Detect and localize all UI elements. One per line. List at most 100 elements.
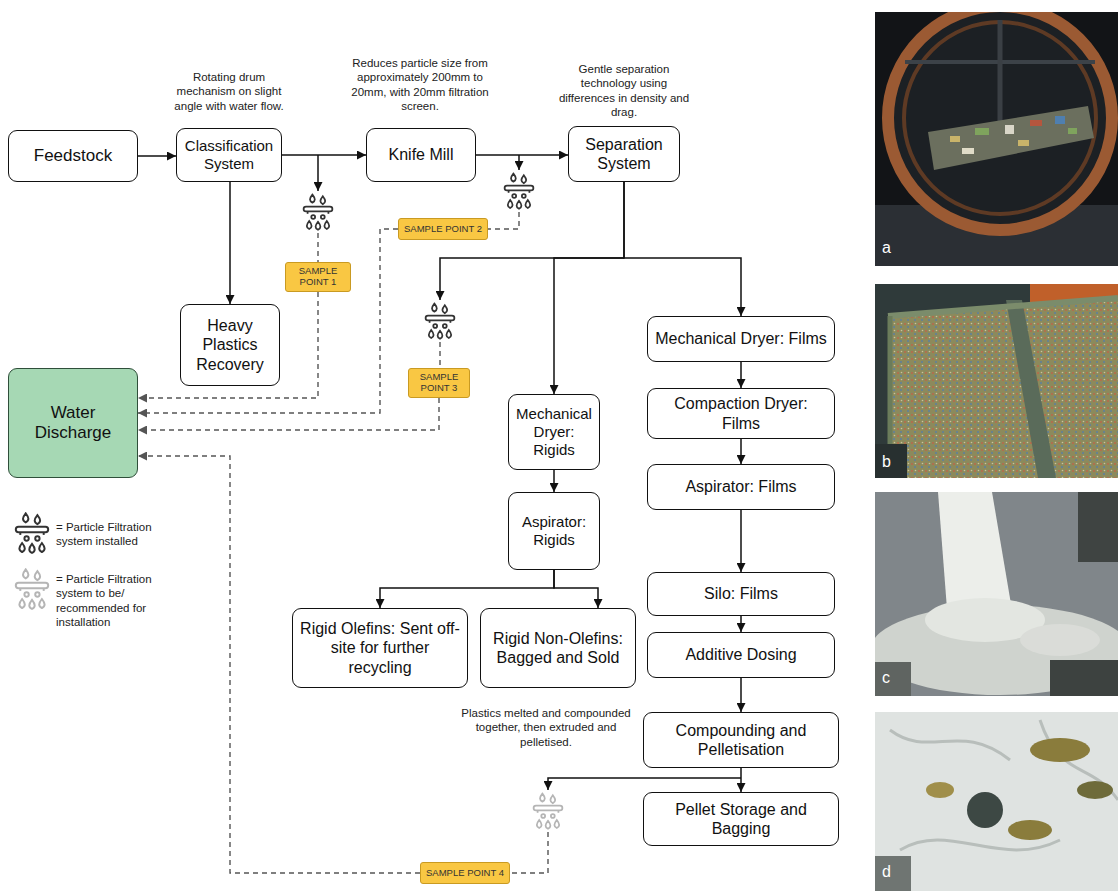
photo-drum (950, 136, 960, 142)
note-text: Plastics melted and compounded together,… (458, 706, 634, 749)
discharge-line (138, 398, 439, 430)
legend-entry: = Particle Filtration system to be/ reco… (56, 572, 160, 630)
photo-tank (875, 444, 907, 478)
photo-drum (875, 12, 1118, 266)
legend-text: = Particle Filtration system to be/ reco… (56, 573, 152, 628)
node-label: Aspirator: Rigids (515, 513, 593, 549)
photo-drum (962, 148, 974, 154)
flow-arrow (554, 570, 598, 608)
node-label: Additive Dosing (685, 645, 796, 664)
photo-bag (1030, 738, 1090, 762)
flow-arrow (229, 182, 231, 304)
node-label: SAMPLE POINT 2 (404, 224, 482, 235)
photo-bag (967, 792, 1003, 828)
flow-arrow (740, 439, 742, 464)
process-box: Knife Mill (366, 128, 476, 182)
flow-arrow (553, 470, 555, 492)
photo-letter: b (882, 452, 891, 472)
sample-point-tag: SAMPLE POINT 4 (420, 862, 510, 884)
node-label: Knife Mill (389, 145, 454, 164)
node-label: Pellet Storage and Bagging (650, 800, 832, 838)
process-box: Mechanical Dryer: Rigids (508, 394, 600, 470)
node-label: Rigid Olefins: Sent off-site for further… (299, 619, 461, 677)
photo-drum (1030, 120, 1042, 126)
legend-entry: = Particle Filtration system installed (56, 520, 160, 549)
photo-tank (1006, 300, 1056, 478)
filter-icon (534, 794, 563, 829)
filter-icon (16, 569, 48, 609)
branch-line (317, 155, 319, 191)
flow-arrow (740, 678, 742, 712)
photo-flakes (875, 662, 911, 696)
photo-bag (875, 712, 1118, 891)
output-box: Rigid Olefins: Sent off-site for further… (292, 608, 468, 688)
node-label: Mechanical Dryer: Rigids (515, 405, 593, 459)
photo-bag (875, 712, 1118, 891)
discharge-box: Water Discharge (8, 368, 138, 478)
filter-icon (426, 304, 455, 339)
output-box: Heavy Plastics Recovery (180, 304, 280, 386)
photo-tank (888, 298, 1118, 316)
node-label: Feedstock (34, 146, 112, 166)
photo-drum (928, 106, 1094, 170)
node-label: Mechanical Dryer: Films (655, 329, 827, 348)
photo-drum (975, 128, 989, 135)
node-label: Water Discharge (23, 403, 123, 444)
filter-icon (505, 174, 534, 209)
photo-bag (1077, 781, 1113, 799)
input-box: Feedstock (8, 130, 138, 182)
flow-arrow (740, 616, 742, 632)
photo-letter: a (882, 238, 891, 258)
flow-arrow (476, 154, 568, 156)
process-box: Additive Dosing (647, 632, 835, 678)
flow-arrow (624, 182, 741, 316)
discharge-line (138, 229, 398, 413)
photo-letter: d (882, 862, 891, 882)
discharge-line (138, 292, 318, 398)
photo-flakes (875, 492, 1118, 696)
flow-arrow (740, 768, 742, 792)
flow-arrow (740, 510, 742, 572)
note-text: Gentle separation technology using diffe… (558, 62, 690, 120)
flow-arrow (138, 155, 176, 157)
photo-bag (926, 782, 954, 798)
photo-bag (1008, 820, 1052, 840)
sample-line (439, 342, 440, 368)
node-label: SAMPLE POINT 3 (412, 372, 466, 394)
process-box: Compaction Dryer: Films (647, 388, 835, 439)
node-label: Compounding and Pelletisation (650, 721, 832, 759)
node-label: Heavy Plastics Recovery (187, 316, 273, 374)
sample-line (317, 233, 318, 262)
photo-bag (890, 720, 1118, 850)
process-box: Silo: Films (647, 572, 835, 616)
process-box: Compounding and Pelletisation (643, 712, 839, 768)
sample-line (488, 212, 519, 229)
node-label: Aspirator: Films (685, 477, 796, 496)
photo-tank (875, 284, 1118, 478)
photo-drum (1005, 125, 1014, 134)
photo-tank (875, 284, 1118, 478)
photo-flakes (1050, 660, 1118, 696)
process-box: Mechanical Dryer: Films (647, 316, 835, 362)
sample-point-tag: SAMPLE POINT 1 (285, 262, 351, 292)
node-label: Silo: Films (704, 584, 778, 603)
flow-arrow (282, 154, 366, 156)
filter-icon (16, 513, 48, 553)
node-label: Compaction Dryer: Films (654, 394, 828, 432)
output-box: Pellet Storage and Bagging (643, 792, 839, 846)
note-text: Rotating drum mechanism on slight angle … (162, 70, 296, 113)
node-label: Rigid Non-Olefins: Bagged and Sold (487, 629, 629, 667)
output-box: Rigid Non-Olefins: Bagged and Sold (480, 608, 636, 688)
photo-letter: c (882, 668, 890, 688)
photo-flakes (1020, 624, 1100, 656)
sample-point-tag: SAMPLE POINT 3 (408, 368, 470, 398)
node-label: Separation System (575, 135, 673, 173)
process-box: Classification System (176, 128, 282, 182)
process-box: Aspirator: Rigids (508, 492, 600, 570)
filter-icon (304, 195, 333, 230)
branch-line (548, 778, 741, 790)
node-label: SAMPLE POINT 4 (426, 868, 504, 879)
branch-line (440, 258, 624, 300)
